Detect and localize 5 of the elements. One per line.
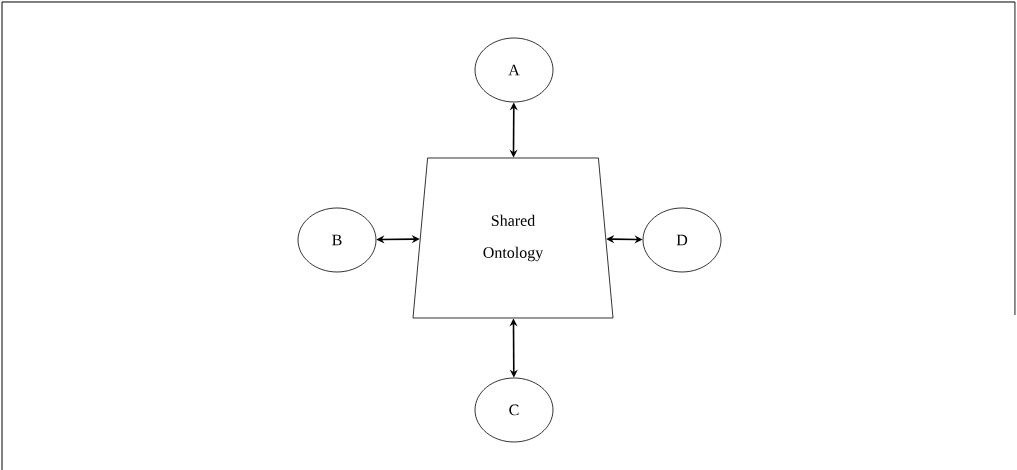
- ellipse-node: A: [474, 37, 554, 103]
- ellipse-node: B: [297, 207, 377, 273]
- ellipse-node: D: [642, 207, 722, 273]
- ellipse-node: C: [474, 377, 554, 443]
- trapezoid-box: Shared Ontology: [412, 157, 614, 319]
